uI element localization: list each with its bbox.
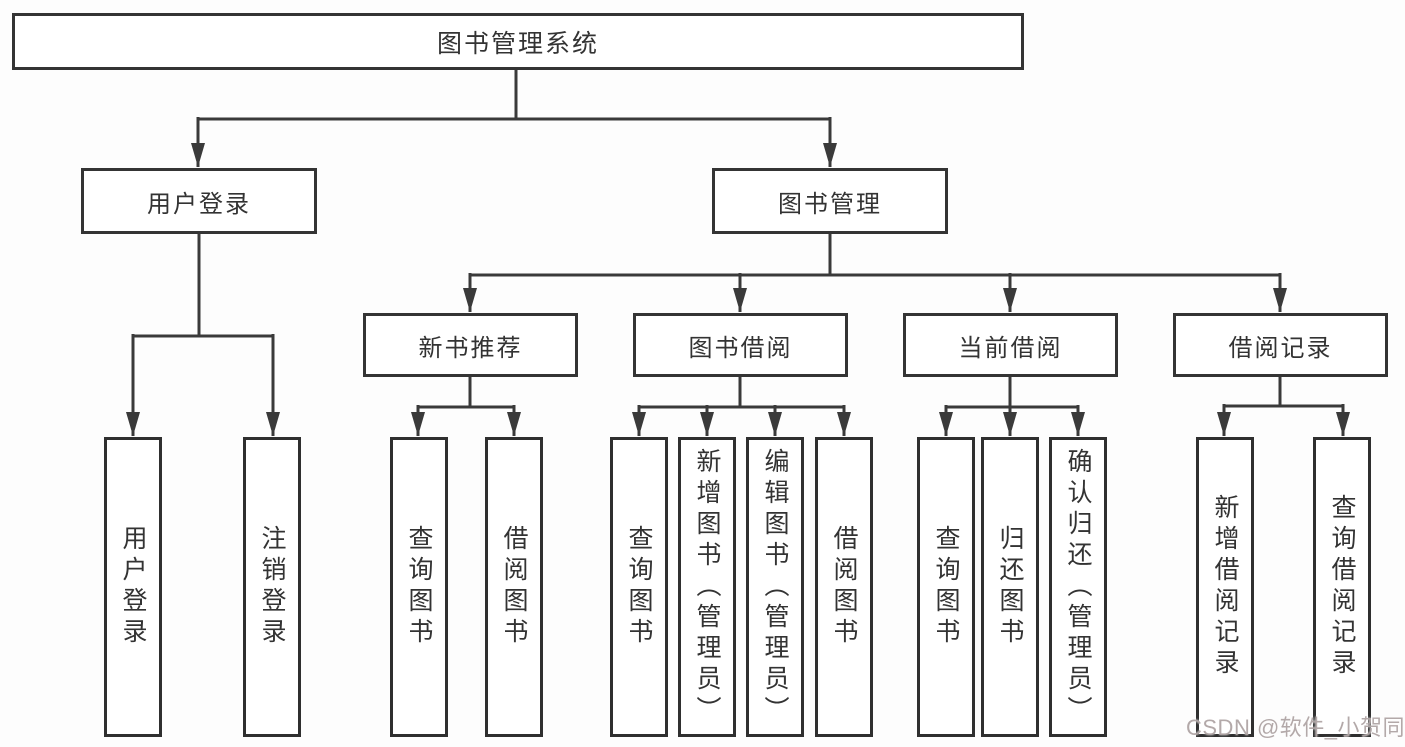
- node-root: 图书管理系统: [12, 13, 1024, 70]
- leaf-borrow-books-1: 借阅图书: [485, 437, 543, 737]
- leaf-add-book-admin: 新增图书（管理员）: [678, 437, 736, 737]
- connector-userlogin-to-leaves: [126, 232, 280, 436]
- leaf-logout: 注销登录: [243, 437, 301, 737]
- leaf-query-books-1: 查询图书: [390, 437, 448, 737]
- node-book-management-label: 图书管理: [778, 190, 882, 218]
- leaf-query-books-2: 查询图书: [610, 437, 668, 737]
- leaf-edit-book-admin: 编辑图书（管理员）: [746, 437, 804, 737]
- connector-records-to-leaves: [1217, 375, 1350, 436]
- leaf-query-borrow-record: 查询借阅记录: [1313, 437, 1371, 737]
- node-book-management: 图书管理: [712, 168, 948, 234]
- node-book-borrow: 图书借阅: [633, 313, 848, 377]
- leaf-add-borrow-record: 新增借阅记录: [1196, 437, 1254, 737]
- connector-root-to-level2: [191, 68, 837, 167]
- node-user-login-label: 用户登录: [147, 190, 251, 218]
- leaf-return-book: 归还图书: [981, 437, 1039, 737]
- leaf-confirm-return-admin: 确认归还（管理员）: [1049, 437, 1107, 737]
- connector-newbooks-to-leaves: [411, 375, 521, 436]
- node-user-login: 用户登录: [81, 168, 317, 234]
- node-borrow-records-label: 借阅记录: [1228, 334, 1333, 362]
- leaf-user-login: 用户登录: [104, 437, 162, 737]
- csdn-watermark: CSDN @软件_小贺同学: [1186, 715, 1405, 740]
- connector-current-to-leaves: [939, 375, 1085, 436]
- node-borrow-records: 借阅记录: [1173, 313, 1388, 377]
- connector-bookmgmt-to-level3: [463, 232, 1287, 312]
- node-book-borrow-label: 图书借阅: [688, 334, 793, 362]
- leaf-borrow-books-2: 借阅图书: [815, 437, 873, 737]
- node-current-borrow-label: 当前借阅: [958, 334, 1063, 362]
- node-new-book-recommend-label: 新书推荐: [418, 334, 523, 362]
- node-new-book-recommend: 新书推荐: [363, 313, 578, 377]
- connector-borrowing-to-leaves: [632, 375, 851, 436]
- leaf-query-books-3: 查询图书: [917, 437, 975, 737]
- node-current-borrow: 当前借阅: [903, 313, 1118, 377]
- node-root-label: 图书管理系统: [436, 29, 599, 58]
